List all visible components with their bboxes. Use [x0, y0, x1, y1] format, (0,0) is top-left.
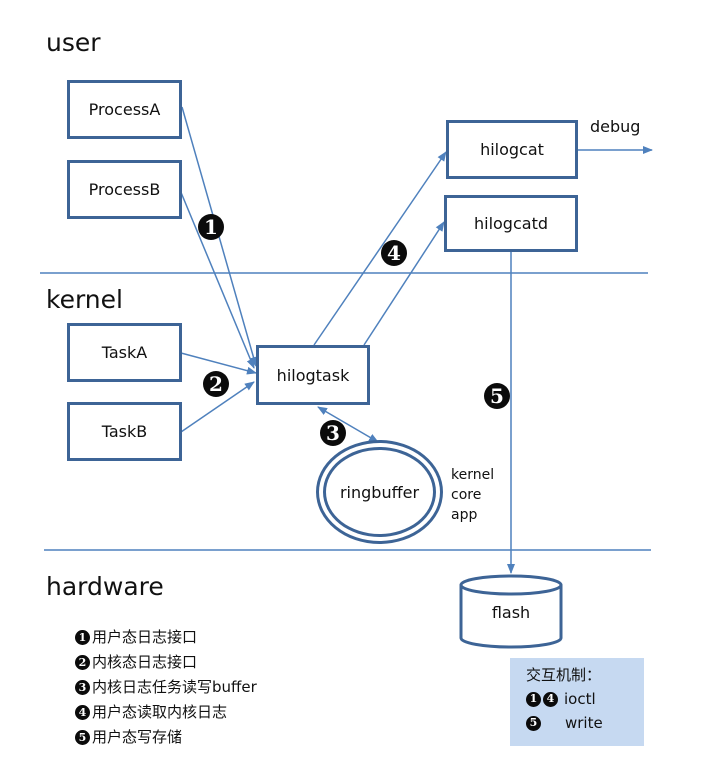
legend-badge-icon: 1	[75, 630, 90, 645]
legend-text: 内核态日志接口	[92, 653, 198, 671]
edge-taskb-hilogtask	[180, 381, 255, 433]
legend-item: 5 用户态写存储	[75, 725, 257, 750]
mechanism-box: 交互机制： 1 4 ioctl 5 write	[510, 658, 644, 746]
legend-text: 用户态写存储	[92, 728, 183, 746]
legend-badge-icon: 3	[75, 680, 90, 695]
node-task-a-label: TaskA	[101, 343, 148, 362]
badge-3-icon: 3	[320, 420, 346, 446]
legend-item: 2 内核态日志接口	[75, 650, 257, 675]
ringbuffer-note-line: app	[451, 507, 478, 523]
mechanism-badge-icon: 4	[543, 691, 558, 707]
node-hilogtask[interactable]: hilogtask	[256, 345, 370, 405]
badge-5-icon: 5	[484, 383, 510, 409]
legend-text: 用户态读取内核日志	[92, 703, 228, 721]
mechanism-row: 1 4 ioctl	[526, 687, 644, 711]
node-ringbuffer-label: ringbuffer	[339, 482, 420, 502]
legend-badge-icon: 5	[75, 730, 90, 745]
node-hilogtask-label: hilogtask	[276, 365, 350, 385]
edge-hilogtask-ringbuffer	[317, 406, 379, 443]
node-task-a[interactable]: TaskA	[67, 323, 182, 382]
legend-item: 1 用户态日志接口	[75, 625, 257, 650]
ringbuffer-note-line: core	[451, 487, 482, 503]
edge-hilogtask-hilogcatd	[363, 221, 445, 346]
badge-4-icon: 4	[381, 240, 407, 266]
node-flash-label: flash	[491, 603, 531, 622]
legend-item: 3 内核日志任务读写buffer	[75, 675, 257, 700]
node-hilogcat-label: hilogcat	[480, 140, 544, 159]
legend-item: 4 用户态读取内核日志	[75, 700, 257, 725]
mechanism-badge-icon: 1	[526, 691, 541, 707]
mechanism-row: 5 write	[526, 711, 644, 735]
node-process-b-label: ProcessB	[88, 180, 161, 199]
ringbuffer-note: kernel core app	[451, 465, 494, 525]
edge-hilogtask-hilogcat	[313, 151, 447, 346]
ringbuffer-note-line: kernel	[451, 467, 495, 483]
layer-label-user: user	[46, 28, 101, 57]
legend: 1 用户态日志接口 2 内核态日志接口 3 内核日志任务读写buffer 4 用…	[75, 625, 257, 750]
mechanism-title: 交互机制：	[526, 666, 602, 684]
edge-taska-hilogtask	[180, 352, 257, 375]
node-ringbuffer-inner: ringbuffer	[323, 447, 436, 537]
legend-badge-icon: 4	[75, 705, 90, 720]
layer-label-hardware: hardware	[46, 572, 164, 601]
node-hilogcatd-label: hilogcatd	[473, 214, 548, 233]
node-task-b-label: TaskB	[101, 422, 148, 441]
node-task-b[interactable]: TaskB	[67, 402, 182, 461]
flash-cylinder	[459, 574, 563, 649]
mechanism-badge-icon: 5	[526, 715, 541, 731]
node-hilogcatd[interactable]: hilogcatd	[444, 195, 578, 252]
legend-text: 用户态日志接口	[92, 628, 198, 646]
layer-label-kernel: kernel	[46, 285, 123, 314]
node-process-b[interactable]: ProcessB	[67, 160, 182, 219]
badge-1-icon: 1	[198, 214, 224, 240]
node-process-a-label: ProcessA	[88, 100, 161, 119]
edge-processb-hilogtask	[179, 189, 255, 369]
legend-text: 内核日志任务读写buffer	[92, 678, 257, 696]
mechanism-text: ioctl	[564, 690, 596, 708]
node-hilogcat[interactable]: hilogcat	[446, 120, 578, 179]
legend-badge-icon: 2	[75, 655, 90, 670]
edge-label-debug: debug	[590, 117, 641, 136]
badge-2-icon: 2	[203, 371, 229, 397]
mechanism-text: write	[565, 714, 603, 732]
node-process-a[interactable]: ProcessA	[67, 80, 182, 139]
